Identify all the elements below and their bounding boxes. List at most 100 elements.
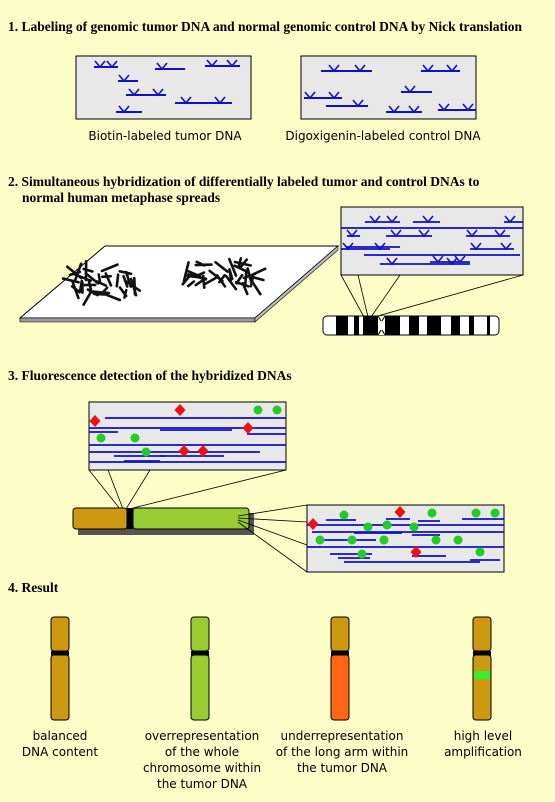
metaphase-chromosome [228, 257, 238, 277]
label-mark [388, 105, 400, 114]
metaphase-chromosome [239, 258, 248, 269]
metaphase-chromosome [95, 280, 108, 287]
metaphase-chromosome [201, 274, 206, 290]
metaphase-chromosome [78, 279, 84, 294]
label-mark [118, 105, 130, 114]
detection-zoom-panel-right [306, 504, 505, 573]
label-mark [408, 105, 420, 114]
label-mark [500, 242, 512, 251]
metaphase-chromosome [100, 263, 119, 273]
step-3-title: 3. Fluorescence detection of the hybridi… [8, 368, 292, 383]
label-mark [422, 64, 434, 73]
tumor-signal-dot [339, 510, 349, 520]
tumor-signal-dot [453, 535, 463, 545]
label-mark [328, 91, 340, 100]
tumor-signal-dot [357, 549, 367, 559]
metaphase-chromosome [244, 269, 248, 286]
tumor-dna-panel [75, 55, 252, 120]
label-mark [494, 229, 506, 238]
label-mark [404, 85, 416, 94]
metaphase-chromosome [208, 269, 224, 283]
label-mark [118, 74, 130, 83]
label-mark [226, 59, 238, 68]
label-mark [206, 59, 218, 68]
metaphase-chromosome [182, 261, 190, 283]
label-mark [454, 255, 466, 264]
label-mark [386, 257, 398, 266]
label-mark [354, 64, 366, 73]
step-2-title: 2. Simultaneous hybridization of differe… [8, 174, 480, 189]
metaphase-chromosome [90, 290, 111, 295]
metaphase-chromosome [123, 289, 128, 299]
label-mark [418, 229, 430, 238]
metaphase-chromosome [251, 275, 265, 282]
label-mark [352, 99, 364, 108]
metaphase-chromosome [115, 273, 120, 288]
control-signal-diamond [307, 518, 319, 530]
metaphase-chromosome [203, 276, 218, 286]
label-mark [180, 96, 192, 105]
tumor-signal-dot [427, 508, 437, 518]
metaphase-chromosome [195, 260, 206, 267]
tumor-signal-dot [363, 522, 373, 532]
label-mark [94, 60, 106, 69]
zoom-lines-step2 [340, 274, 524, 318]
control-signal-diamond [410, 546, 422, 558]
metaphase-slide [18, 245, 340, 323]
metaphase-chromosome [251, 267, 267, 276]
result-chromosome-underrepresented [330, 616, 350, 721]
label-mark [369, 215, 381, 224]
zoom-lines-step3-top [88, 469, 287, 510]
label-mark [422, 215, 434, 224]
metaphase-chromosome [82, 291, 92, 306]
step-2-subtitle: normal human metaphase spreads [22, 190, 221, 205]
metaphase-chromosome [74, 262, 83, 281]
metaphase-chromosome [248, 276, 262, 296]
result-chromosome-overrepresented [190, 616, 210, 721]
label-mark [346, 229, 358, 238]
label-mark [446, 257, 458, 266]
label-mark [328, 64, 340, 73]
label-mark [342, 242, 354, 251]
label-mark [438, 103, 450, 112]
metaphase-chromosome [61, 277, 80, 284]
tumor-signal-dot [379, 535, 389, 545]
tumor-signal-dot [96, 433, 106, 443]
metaphase-chromosome [228, 268, 234, 281]
metaphase-chromosome [124, 270, 133, 288]
banded-chromosome [322, 315, 500, 336]
label-mark [466, 229, 478, 238]
metaphase-chromosome [186, 274, 201, 279]
tumor-signal-dot [347, 535, 357, 545]
label-mark [470, 242, 482, 251]
label-mark [446, 64, 458, 73]
metaphase-chromosome [87, 279, 93, 294]
label-mark [386, 215, 398, 224]
tumor-signal-dot [272, 405, 282, 415]
hybridization-zoom-panel [340, 206, 524, 276]
metaphase-chromosome [233, 264, 248, 273]
tumor-signal-dot [409, 522, 419, 532]
step-1-title: 1. Labeling of genomic tumor DNA and nor… [8, 19, 523, 34]
amplification-band [474, 671, 490, 679]
label-mark [504, 215, 516, 224]
label-mark [304, 91, 316, 100]
result-chromosome-amplification [472, 616, 492, 721]
tumor-signal-dot [382, 520, 392, 530]
metaphase-chromosome [70, 285, 81, 294]
tumor-signal-dot [141, 447, 151, 457]
metaphase-chromosome [122, 274, 129, 288]
result-chromosome-balanced [50, 616, 70, 721]
label-mark [156, 62, 168, 71]
metaphase-chromosome [186, 280, 196, 288]
tumor-signal-dot [490, 508, 500, 518]
control-dna-panel [300, 55, 477, 120]
metaphase-spread-left [61, 260, 142, 306]
tumor-signal-dot [471, 508, 481, 518]
label-mark [106, 60, 118, 69]
label-mark [374, 242, 386, 251]
